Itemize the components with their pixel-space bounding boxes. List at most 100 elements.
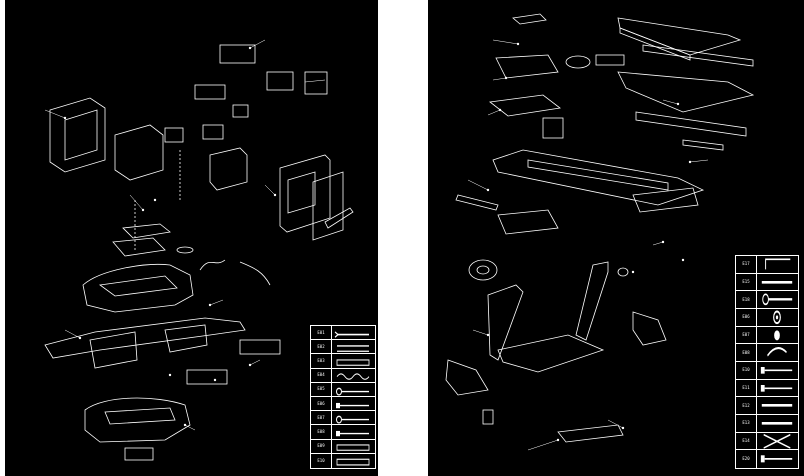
rod-icon — [758, 397, 796, 414]
roller-wheel-hub — [476, 265, 490, 275]
left-side-bar — [455, 194, 499, 211]
motor-cover-top — [104, 407, 176, 425]
foot-rail-cover — [186, 369, 228, 385]
legend-part-code: E11 — [736, 379, 757, 397]
bottom-bracket-part — [482, 409, 494, 425]
cable-part — [199, 259, 226, 271]
top-plate-part — [512, 13, 547, 25]
legend-part-code: E06 — [311, 396, 332, 411]
cross-brace-icon — [758, 433, 796, 450]
legend-part-code: E10 — [311, 453, 332, 468]
handlebar-bracket-left — [89, 331, 138, 369]
tray-base-part — [112, 237, 166, 257]
small-block-part — [232, 104, 249, 118]
running-belt — [617, 71, 755, 113]
handlebar-bracket-right — [164, 324, 208, 353]
legend-row: E10 — [311, 453, 375, 468]
legend-row: E12 — [736, 397, 798, 415]
legend-part-code: E17 — [736, 256, 757, 273]
console-box-inner — [64, 109, 98, 161]
roller-wheel-part — [468, 259, 498, 281]
tube-icon — [333, 454, 373, 468]
legend-part-code: E14 — [736, 432, 757, 450]
legend-row: E02 — [311, 340, 375, 355]
motor-cover-base — [124, 447, 154, 461]
motor-plate-part — [495, 54, 559, 79]
legend-part-code: E15 — [736, 273, 757, 291]
foot-cover-right — [632, 311, 667, 346]
front-roller-part — [595, 54, 625, 66]
upright-left — [487, 284, 524, 361]
legend-part-code: E10 — [736, 361, 757, 379]
main-frame — [492, 149, 705, 206]
tube-icon — [333, 440, 373, 453]
round-connector-part — [164, 127, 184, 143]
wrench-icon — [758, 291, 796, 308]
rod-icon — [758, 415, 796, 432]
legend-part-code: E05 — [311, 382, 332, 396]
console-box-right — [209, 147, 248, 191]
top-bracket-part — [219, 44, 256, 64]
connector-part — [194, 84, 226, 100]
bolt-icon — [758, 380, 796, 397]
bottom-cross-bar — [557, 424, 624, 443]
legend-row: E07 — [736, 326, 798, 345]
bolt-pair-icon — [333, 340, 373, 353]
legend-row: E06 — [311, 396, 375, 412]
square-plate-part — [304, 71, 328, 95]
legend-part-code: E18 — [736, 291, 757, 308]
screw-icon — [333, 383, 373, 396]
main-frame-crossbar — [527, 159, 669, 191]
electronics-tray — [488, 94, 561, 117]
deck-board-edge — [619, 27, 691, 61]
legend-part-code: E12 — [736, 397, 757, 414]
right-exploded-view-drawing — [445, 13, 755, 451]
legend-row: E05 — [311, 382, 375, 397]
legend-row: E14 — [736, 432, 798, 451]
legend-row: E08 — [736, 344, 798, 362]
foot-cover-left — [445, 359, 489, 396]
tray-part — [122, 223, 171, 239]
bolt-icon — [333, 425, 373, 438]
legend-row: E15 — [736, 273, 798, 292]
legend-part-code: E02 — [311, 340, 332, 354]
tube-icon — [333, 354, 373, 367]
legend-row: E01 — [311, 326, 375, 341]
allen-key-icon — [758, 256, 796, 273]
legend-part-code: E09 — [311, 439, 332, 453]
legend-part-code: E08 — [736, 344, 757, 361]
bolt-icon — [758, 362, 796, 379]
console-housing — [82, 264, 194, 313]
legend-row: E13 — [736, 414, 798, 433]
connector-plate-part — [266, 71, 294, 91]
legend-part-code: E01 — [311, 326, 332, 340]
legend-row: E08 — [311, 425, 375, 440]
legend-part-code: E03 — [311, 354, 332, 368]
small-box-part — [202, 124, 224, 140]
console-box-middle — [114, 124, 164, 181]
handle-rod-part — [324, 207, 354, 229]
legend-row: E07 — [311, 411, 375, 426]
base-tray-part — [497, 209, 559, 235]
left-exploded-view-drawing — [44, 39, 354, 461]
handlebar-frame — [44, 317, 246, 359]
legend-part-code: E04 — [311, 368, 332, 382]
controller-box-part — [542, 117, 564, 139]
display-panel-frame — [279, 154, 331, 233]
legend-row: E11 — [736, 379, 798, 398]
legend-row: E09 — [311, 439, 375, 454]
display-panel-screen — [287, 171, 316, 214]
console-box-left — [49, 97, 106, 173]
motor-cover — [84, 397, 191, 443]
legend-part-code: E20 — [736, 450, 757, 468]
legend-row: E20 — [736, 450, 798, 468]
bolt-icon — [333, 397, 373, 410]
nut-icon — [758, 327, 796, 344]
legend-part-code: E08 — [311, 425, 332, 439]
rear-bar-part — [682, 139, 724, 151]
legend-row: E18 — [736, 291, 798, 309]
